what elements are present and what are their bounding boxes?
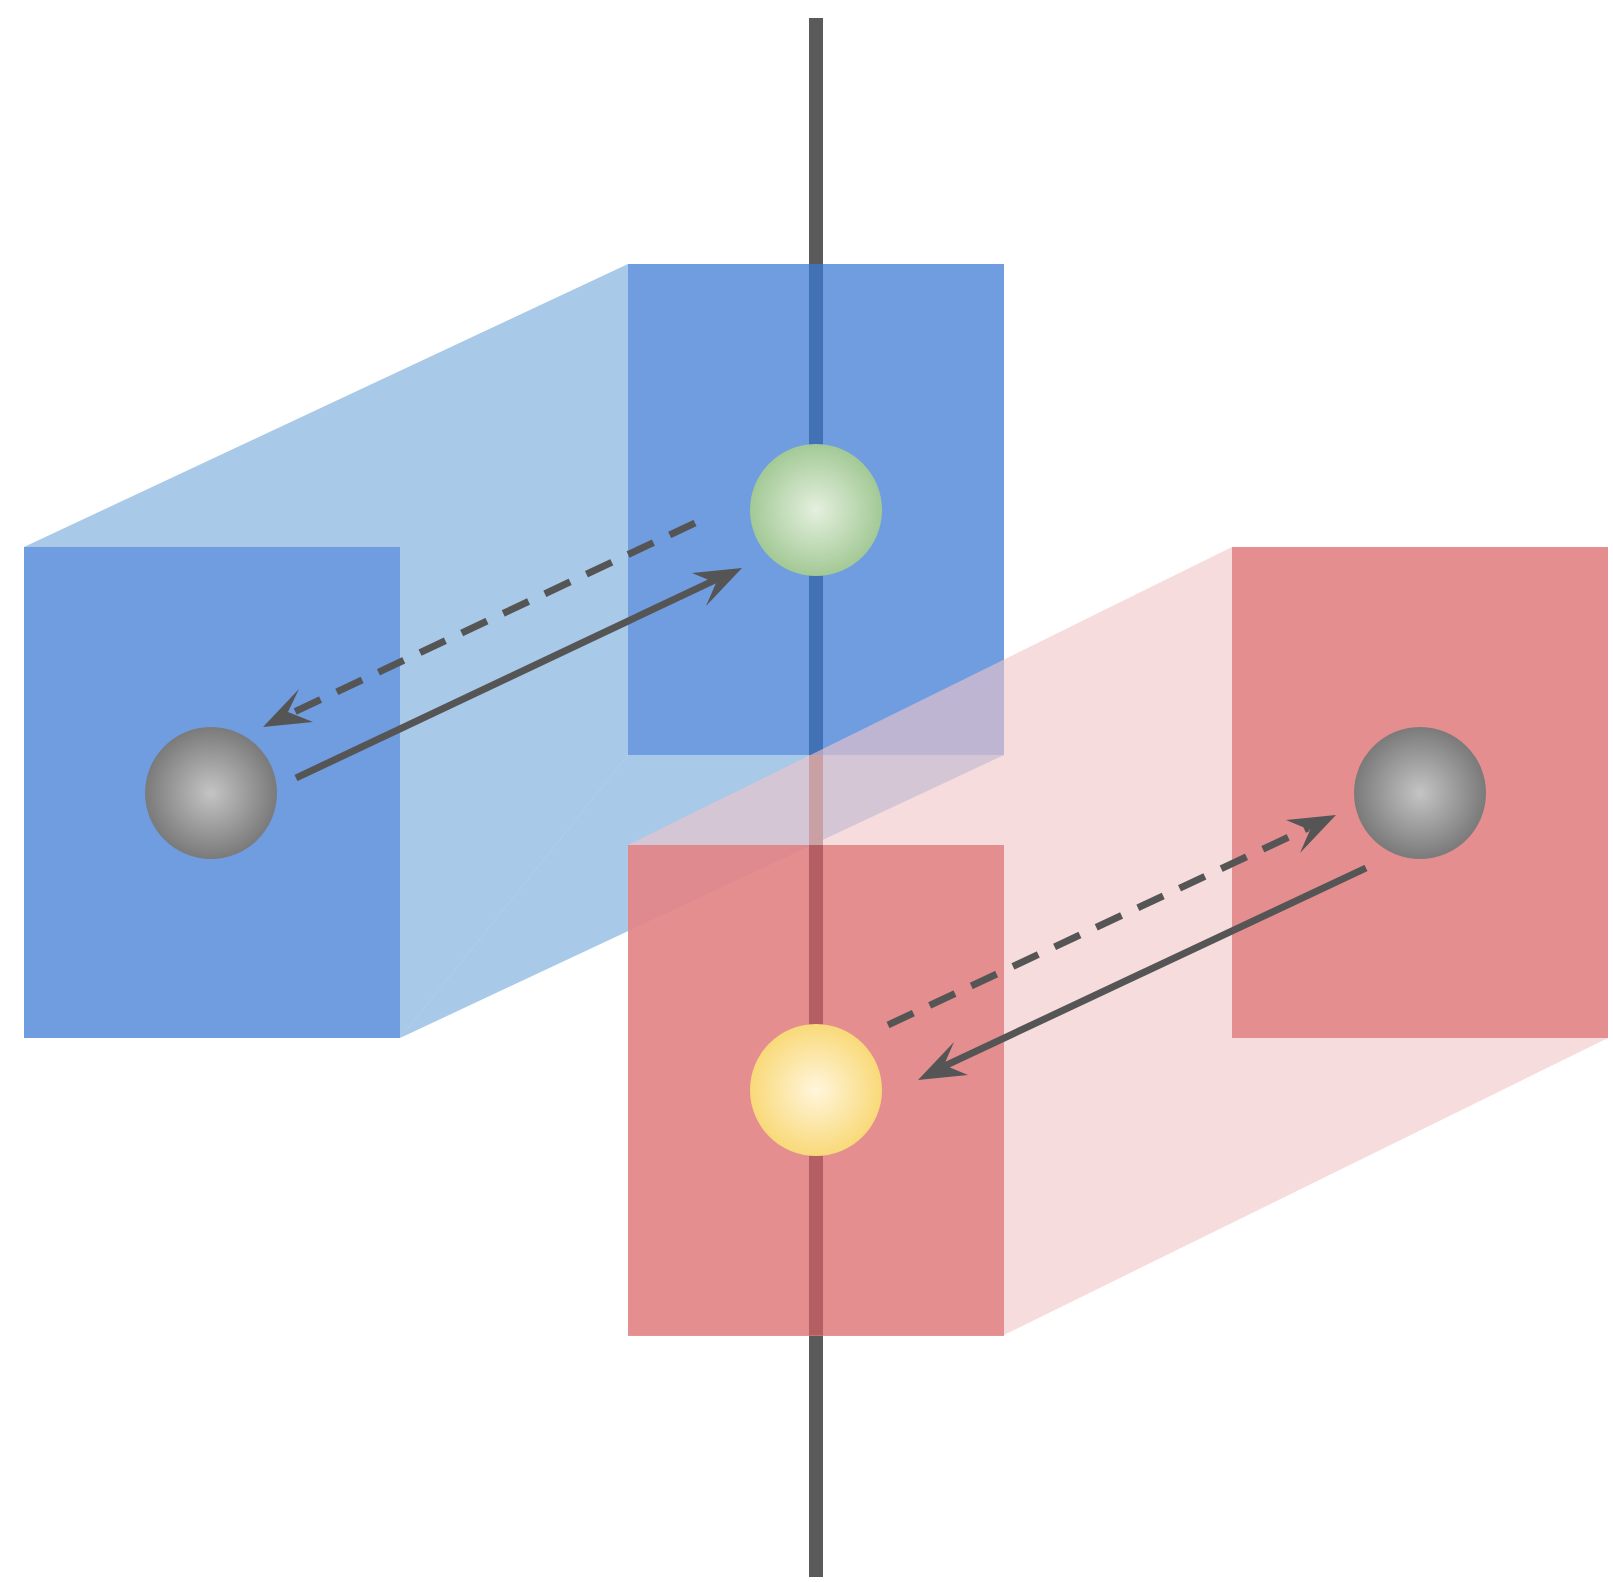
solid-arrow-gray-to-yellow xyxy=(934,864,1368,1074)
dashed-arrow-yellow-to-gray xyxy=(886,824,1310,1029)
arrowhead-yellow xyxy=(918,1042,968,1080)
arrowhead-left-gray xyxy=(263,689,313,727)
green-sphere xyxy=(750,444,882,576)
yellow-sphere xyxy=(750,1024,882,1156)
arrowhead-green xyxy=(692,568,742,606)
gray-sphere-right xyxy=(1354,727,1486,859)
dashed-arrow-green-to-gray xyxy=(290,519,697,717)
red-arrows xyxy=(886,824,1368,1074)
solid-arrow-gray-to-green xyxy=(294,576,717,782)
blue-arrows xyxy=(290,519,717,782)
gray-sphere-left xyxy=(145,727,277,859)
arrowhead-right-gray xyxy=(1286,815,1336,853)
